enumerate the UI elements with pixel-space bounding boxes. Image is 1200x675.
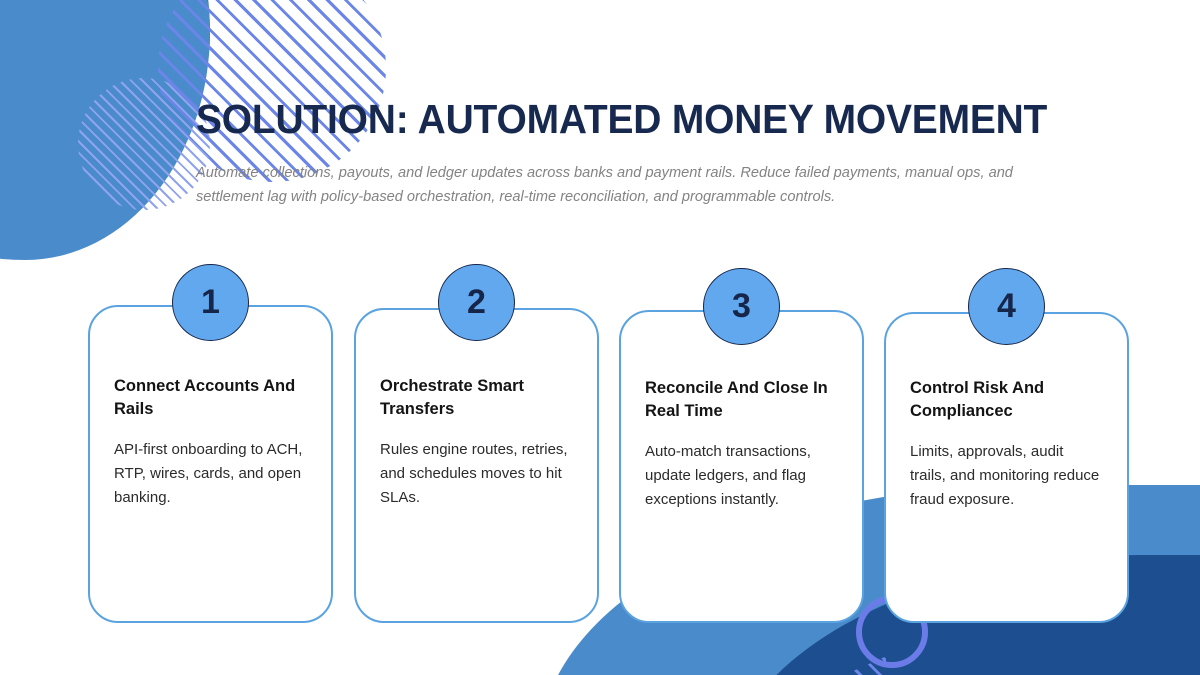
step-card-4-panel[interactable] [884,312,1129,623]
slide-header: SOLUTION: AUTOMATED MONEY MOVEMENT Autom… [196,96,1048,209]
step-card-3-text: Auto-match transactions, update ledgers,… [645,442,811,509]
step-card-1-heading: Connect Accounts And Rails [114,377,296,419]
step-card-3-panel[interactable] [619,310,864,623]
page-title: SOLUTION: AUTOMATED MONEY MOVEMENT [196,96,1048,142]
step-card-2-number-badge: 2 [438,264,515,341]
step-card-4-body: Control Risk And Compliancec Limits, app… [884,377,1129,513]
step-card-2-body: Orchestrate Smart Transfers Rules engine… [354,375,599,511]
step-card-4-number-badge: 4 [968,268,1045,345]
step-card-1-text: API-first onboarding to ACH, RTP, wires,… [114,440,303,507]
step-card-3-body: Reconcile And Close In Real Time Auto-ma… [619,377,864,513]
step-card-2-heading: Orchestrate Smart Transfers [380,377,524,419]
step-card-1-number-badge: 1 [172,264,249,341]
step-card-4-text: Limits, approvals, audit trails, and mon… [910,442,1100,509]
step-card-2-text: Rules engine routes, retries, and schedu… [380,440,568,507]
step-card-3-number-badge: 3 [703,268,780,345]
page-subtitle: Automate collections, payouts, and ledge… [196,165,1013,205]
step-card-4-heading: Control Risk And Compliancec [910,379,1045,421]
step-card-3-heading: Reconcile And Close In Real Time [645,379,828,421]
step-card-1-body: Connect Accounts And Rails API-first onb… [88,375,333,511]
step-card-2-panel[interactable] [354,308,599,623]
